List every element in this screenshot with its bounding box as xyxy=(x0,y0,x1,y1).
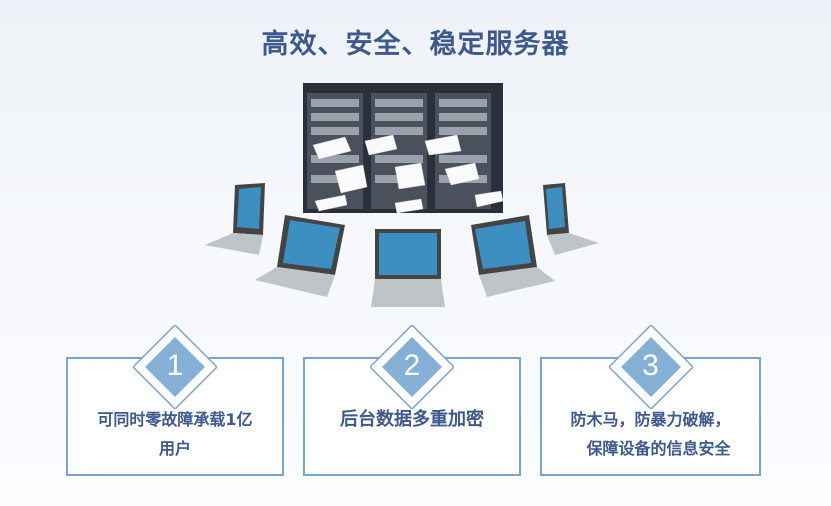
laptop-icon xyxy=(543,183,599,255)
number-badge: 2 xyxy=(370,325,454,409)
badge-number: 1 xyxy=(166,349,184,382)
feature-card-3: 3 防木马，防暴力破解， 保障设备的信息安全 xyxy=(540,325,761,476)
card-text-line: 保障设备的信息安全 xyxy=(586,439,731,458)
card-text-line: 可同时零故障承载1亿 xyxy=(97,410,253,429)
card-text-line: 防木马，防暴力破解， xyxy=(570,410,731,429)
badge-number: 3 xyxy=(642,349,659,382)
card-text-line: 用户 xyxy=(158,439,191,458)
laptop-icon xyxy=(371,229,445,307)
laptop-icon xyxy=(471,215,555,297)
feature-card-1: 1 可同时零故障承载1亿用户 xyxy=(66,325,284,476)
page-title: 高效、安全、稳定服务器 xyxy=(261,29,570,60)
laptop-icon xyxy=(255,215,345,297)
number-badge: 3 xyxy=(608,325,693,409)
feature-card-2: 2 后台数据多重加密 xyxy=(303,325,521,476)
number-badge: 1 xyxy=(133,325,217,409)
server-network-illustration xyxy=(205,83,599,307)
laptop-icon xyxy=(205,183,265,255)
badge-number: 2 xyxy=(403,349,421,382)
card-text-line: 后台数据多重加密 xyxy=(340,409,484,430)
server-rack-icon xyxy=(303,83,504,214)
